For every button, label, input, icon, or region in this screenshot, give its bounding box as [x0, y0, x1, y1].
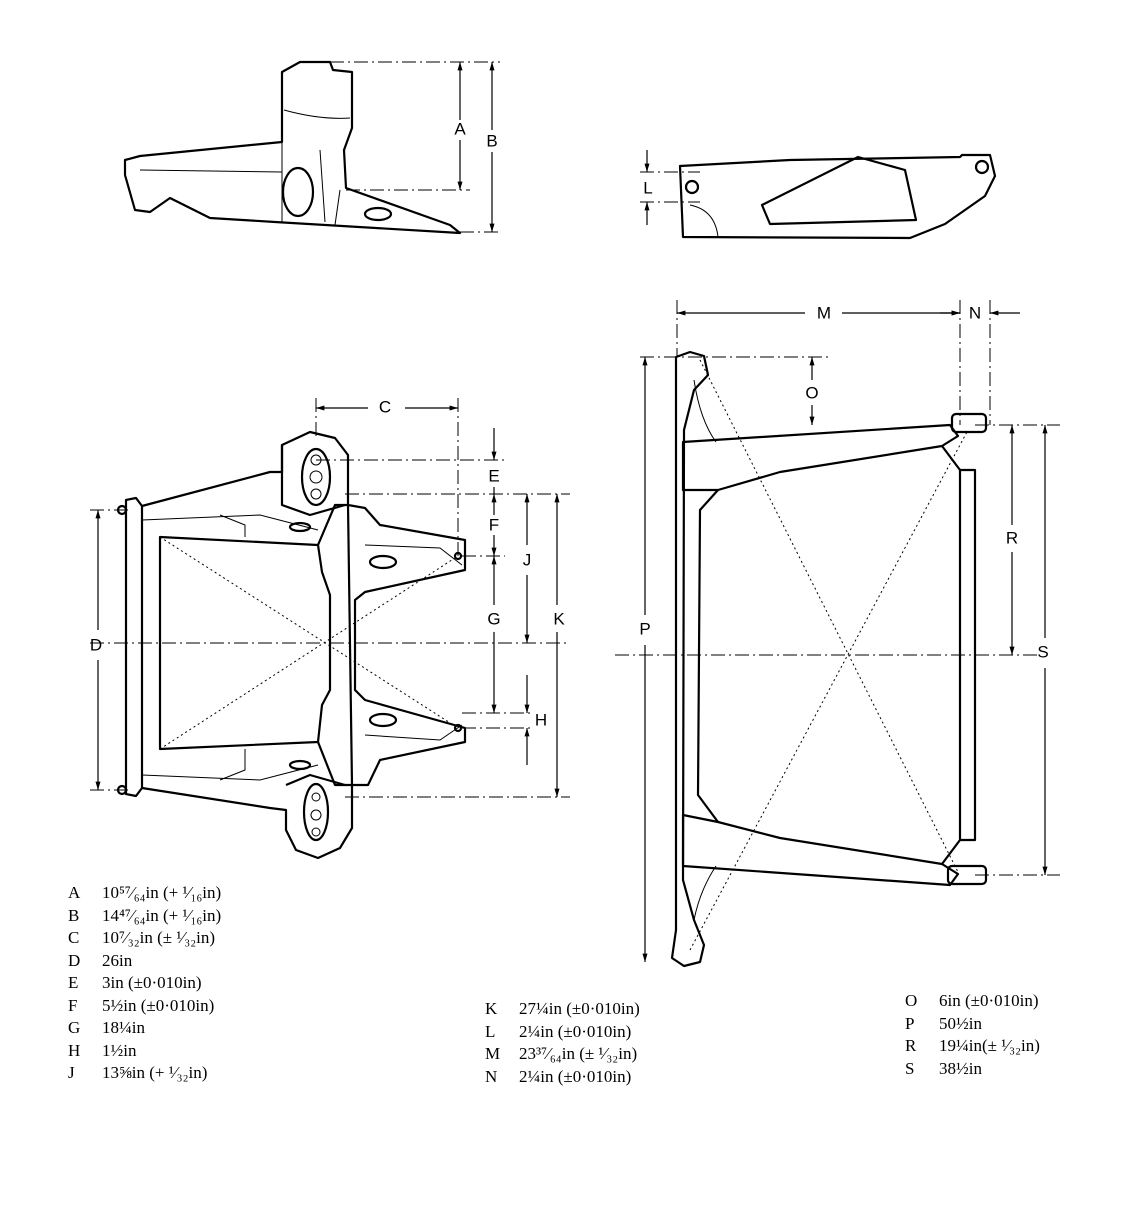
- legend-key: S: [905, 1058, 915, 1078]
- legend-key: K: [485, 999, 498, 1018]
- legend-value: 10⁵⁷⁄₆₄in (+ ¹⁄₁₆in): [102, 883, 222, 902]
- legend-row: R 19¼in(± ¹⁄₃₂in): [905, 1035, 1040, 1058]
- legend-row: E 3in (±0·010in): [68, 972, 221, 995]
- legend-row: C 10⁷⁄₃₂in (± ¹⁄₃₂in): [68, 927, 221, 950]
- legend-value: 10⁷⁄₃₂in (± ¹⁄₃₂in): [102, 928, 216, 947]
- legend-row: F 5½in (±0·010in): [68, 995, 221, 1018]
- legend-key: C: [68, 928, 80, 947]
- legend-row: D 26in: [68, 950, 221, 973]
- legend-value: 5½in (±0·010in): [102, 995, 215, 1015]
- dimension-label-A: A: [454, 119, 466, 138]
- legend-row: O 6in (±0·010in): [905, 990, 1040, 1013]
- legend-row: J 13⅝in (+ ¹⁄₃₂in): [68, 1062, 221, 1085]
- legend-left: A 10⁵⁷⁄₆₄in (+ ¹⁄₁₆in) B 14⁴⁷⁄₆₄in (+ ¹⁄₁₆…: [68, 882, 221, 1085]
- legend-key: M: [485, 1044, 501, 1063]
- legend-key: F: [68, 995, 78, 1015]
- legend-row: N 2¼in (±0·010in): [485, 1066, 640, 1089]
- dimension-label-C: C: [379, 397, 391, 416]
- legend-value: 19¼in(± ¹⁄₃₂in): [939, 1036, 1040, 1055]
- legend-value: 1½in: [102, 1040, 137, 1060]
- legend-value: 26in: [102, 950, 133, 970]
- legend-value: 27¼in (±0·010in): [519, 999, 640, 1018]
- legend-row: K 27¼in (±0·010in): [485, 998, 640, 1021]
- legend-middle: K 27¼in (±0·010in) L 2¼in (±0·010in) M 23³⁷…: [485, 998, 640, 1088]
- dimension-label-G: G: [487, 609, 500, 628]
- legend-value: 2¼in (±0·010in): [519, 1066, 632, 1086]
- legend-value: 23³⁷⁄₆₄in (± ¹⁄₃₂in): [519, 1044, 638, 1063]
- legend-key: O: [905, 991, 918, 1010]
- legend-row: P 50½in: [905, 1013, 1040, 1036]
- legend-value: 6in (±0·010in): [939, 991, 1039, 1010]
- legend-value: 14⁴⁷⁄₆₄in (+ ¹⁄₁₆in): [102, 905, 222, 925]
- legend-key: R: [905, 1036, 917, 1055]
- legend-row: L 2¼in (±0·010in): [485, 1021, 640, 1044]
- dimension-label-F: F: [489, 515, 499, 534]
- legend-key: J: [68, 1063, 75, 1082]
- legend-row: M 23³⁷⁄₆₄in (± ¹⁄₃₂in): [485, 1043, 640, 1066]
- dimension-label-R: R: [1006, 528, 1018, 547]
- legend-value: 50½in: [939, 1013, 982, 1033]
- legend-value: 38½in: [939, 1058, 982, 1078]
- legend-key: G: [68, 1018, 81, 1037]
- legend-value: 18¼in: [102, 1018, 145, 1037]
- legend-value: 3in (±0·010in): [102, 973, 202, 992]
- front-view-drawing: M N P O R S: [615, 300, 1060, 968]
- dimension-label-D: D: [90, 635, 102, 654]
- legend-row: G 18¼in: [68, 1017, 221, 1040]
- dimension-label-H: H: [535, 710, 547, 729]
- dimension-label-J: J: [523, 550, 532, 569]
- legend-row: S 38½in: [905, 1058, 1040, 1081]
- legend-key: B: [68, 905, 80, 925]
- plan-view-drawing: D C E F G J H K: [90, 397, 570, 860]
- legend-value: 13⅝in (+ ¹⁄₃₂in): [102, 1063, 208, 1082]
- legend-row: A 10⁵⁷⁄₆₄in (+ ¹⁄₁₆in): [68, 882, 221, 905]
- dimension-label-L: L: [643, 178, 652, 197]
- dimension-label-P: P: [639, 619, 650, 638]
- legend-key: E: [68, 973, 79, 992]
- side-view-drawing: A B: [123, 60, 500, 235]
- legend-key: D: [68, 950, 81, 970]
- legend-row: B 14⁴⁷⁄₆₄in (+ ¹⁄₁₆in): [68, 905, 221, 928]
- legend-key: N: [485, 1066, 498, 1086]
- crossmember-side-drawing: L: [640, 150, 997, 240]
- legend-key: H: [68, 1040, 81, 1060]
- legend-row: H 1½in: [68, 1040, 221, 1063]
- dimension-label-O: O: [805, 383, 818, 402]
- legend-key: L: [485, 1021, 496, 1041]
- legend-key: P: [905, 1013, 915, 1033]
- dimension-label-K: K: [553, 609, 565, 628]
- dimension-label-S: S: [1037, 642, 1048, 661]
- dimension-label-B: B: [486, 131, 497, 150]
- dimension-label-E: E: [488, 466, 499, 485]
- legend-key: A: [68, 883, 81, 902]
- legend-value: 2¼in (±0·010in): [519, 1021, 632, 1041]
- dimension-label-N: N: [969, 303, 981, 322]
- dimension-label-M: M: [817, 303, 831, 322]
